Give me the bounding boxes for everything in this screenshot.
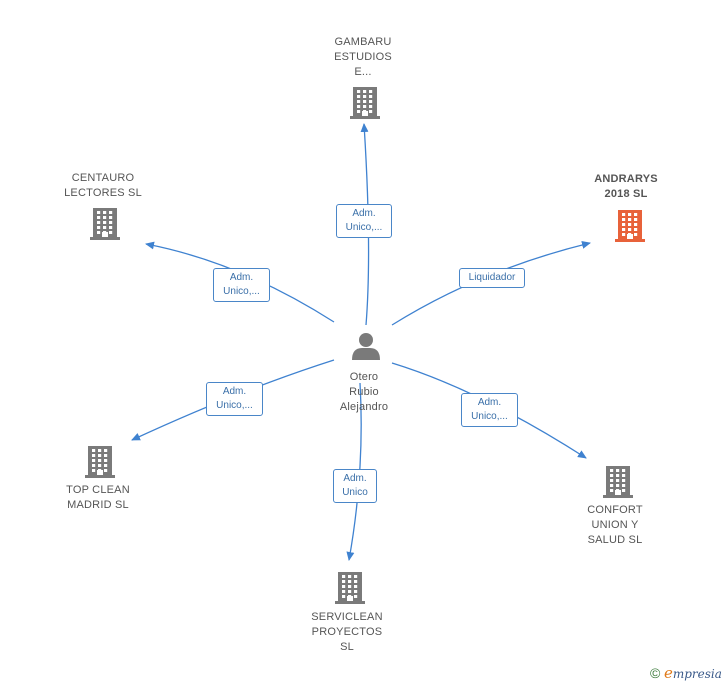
center-person-label[interactable]: Otero Rubio Alejandro bbox=[339, 371, 389, 413]
building-icon bbox=[90, 208, 120, 240]
company-label-centauro[interactable]: CENTAURO LECTORES SL bbox=[64, 172, 142, 199]
company-label-gambaru[interactable]: GAMBARU ESTUDIOS E... bbox=[334, 36, 392, 78]
edge-label-serviclean[interactable]: Adm. Unico bbox=[333, 469, 377, 503]
company-label-serviclean[interactable]: SERVICLEAN PROYECTOS SL bbox=[311, 611, 383, 653]
building-icon bbox=[603, 466, 633, 498]
building-icon bbox=[350, 87, 380, 119]
company-label-andrarys[interactable]: ANDRARYS 2018 SL bbox=[594, 173, 658, 200]
building-icon bbox=[335, 572, 365, 604]
company-label-confort[interactable]: CONFORT UNION Y SALUD SL bbox=[587, 504, 643, 546]
brand-logo-initial: e bbox=[663, 664, 673, 682]
edge-label-andrarys[interactable]: Liquidador bbox=[459, 268, 525, 288]
edge-label-centauro[interactable]: Adm. Unico,... bbox=[213, 268, 270, 302]
icons-layer bbox=[85, 87, 645, 604]
copyright-symbol: © bbox=[650, 665, 661, 681]
brand-logo-text: mpresia bbox=[672, 667, 722, 681]
copyright-footer: © empresia bbox=[650, 664, 722, 682]
person-icon bbox=[352, 333, 380, 360]
building-icon bbox=[85, 446, 115, 478]
edge-label-gambaru[interactable]: Adm. Unico,... bbox=[336, 204, 392, 238]
edge-label-topclean[interactable]: Adm. Unico,... bbox=[206, 382, 263, 416]
building-icon bbox=[615, 210, 645, 242]
edge-label-confort[interactable]: Adm. Unico,... bbox=[461, 393, 518, 427]
company-label-topclean[interactable]: TOP CLEAN MADRID SL bbox=[66, 484, 130, 511]
